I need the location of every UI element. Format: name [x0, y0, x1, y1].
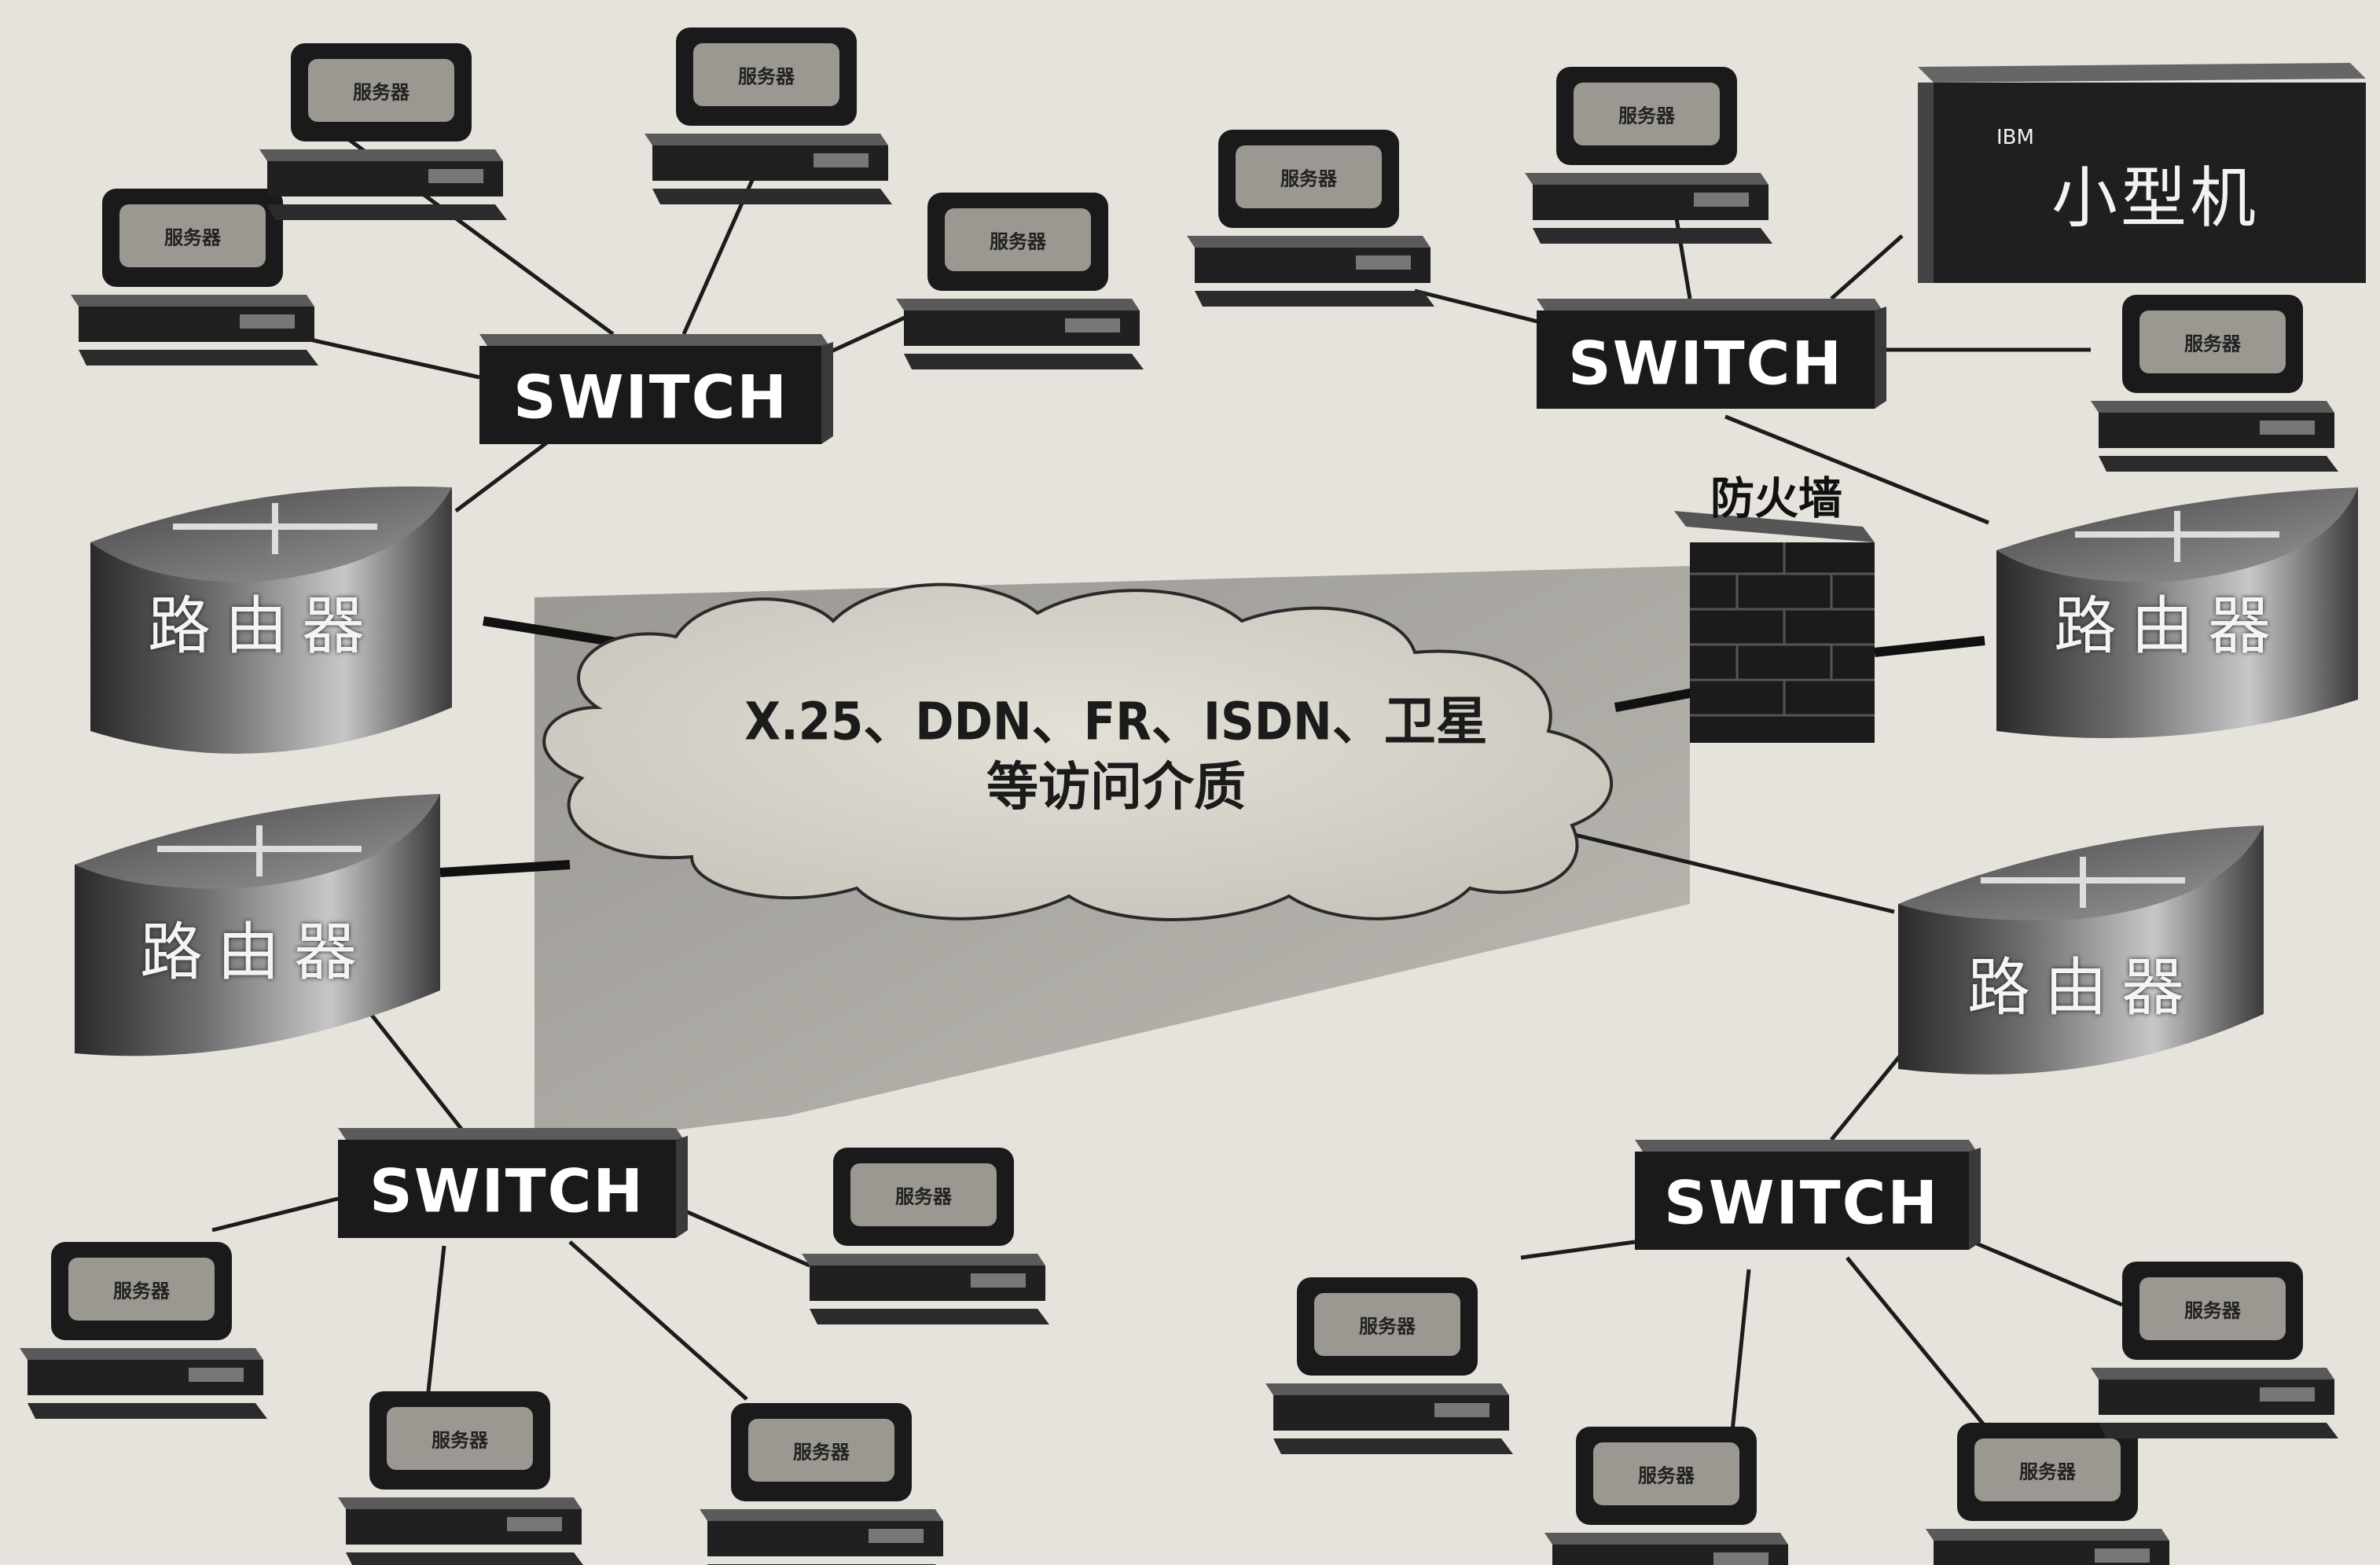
server-screen-label: 服务器: [432, 1429, 488, 1452]
switch-label-bottom-right: SWITCH: [1663, 1167, 1940, 1238]
server-screen-label: 服务器: [113, 1280, 170, 1302]
switch-label-top-right: SWITCH: [1567, 328, 1844, 399]
server-workstation: [1187, 130, 1434, 307]
cloud-label: X.25、DDN、FR、ISDN、卫星 等访问介质: [744, 690, 1487, 820]
router-bottom-right: [1898, 825, 2264, 1075]
switch-top-right: [1537, 299, 1886, 409]
server-workstation: [2091, 295, 2338, 472]
server-screen-label: 服务器: [990, 230, 1046, 253]
server-screen-label: 服务器: [793, 1441, 850, 1464]
server-screen-label: 服务器: [738, 65, 795, 88]
wan-cloud: [542, 582, 1614, 921]
server-screen-label: 服务器: [2184, 1299, 2241, 1322]
server-screen-label: 服务器: [353, 81, 410, 104]
server-workstation: [20, 1242, 267, 1419]
server-workstation: [1544, 1427, 1788, 1565]
switch-label-top-left: SWITCH: [512, 362, 789, 432]
server-screen-label: 服务器: [1618, 105, 1675, 127]
ibm-brand-label: IBM: [1996, 126, 2034, 149]
server-screen-label: 服务器: [2019, 1460, 2076, 1483]
switch-top-left: [479, 334, 833, 444]
server-workstation: [700, 1403, 943, 1565]
router-top-left: [90, 486, 452, 754]
firewall-label: 防火墙: [1710, 473, 1842, 525]
minicomputer-label: 小型机: [2051, 160, 2260, 237]
server-workstation: [71, 189, 318, 366]
server-workstation: [259, 43, 507, 220]
server-workstation: [896, 193, 1144, 369]
server-workstation: [338, 1391, 583, 1565]
switch-bottom-right: [1635, 1140, 1981, 1250]
server-screen-label: 服务器: [2184, 332, 2241, 355]
switch-group: [338, 299, 1981, 1250]
router-top-right: [1996, 487, 2358, 738]
firewall: [1674, 511, 1875, 743]
server-group: [20, 28, 2338, 1565]
server-screen-label: 服务器: [895, 1185, 952, 1208]
server-workstation: [1926, 1423, 2169, 1565]
router-middle-left: [75, 794, 440, 1056]
server-workstation: [2091, 1262, 2338, 1438]
server-workstation: [1265, 1277, 1513, 1454]
router-label-top-right: 路由器: [2054, 590, 2285, 663]
server-workstation: [802, 1148, 1049, 1324]
router-label-middle-left: 路由器: [140, 916, 371, 989]
router-label-top-left: 路由器: [148, 590, 379, 663]
server-screen-label: 服务器: [1359, 1315, 1416, 1338]
cloud-label-line2: 等访问介质: [986, 756, 1246, 817]
server-workstation: [645, 28, 892, 204]
router-label-bottom-right: 路由器: [1967, 951, 2198, 1024]
switch-label-bottom-left: SWITCH: [369, 1155, 645, 1226]
cloud-label-line1: X.25、DDN、FR、ISDN、卫星: [744, 691, 1488, 752]
server-workstation: [1525, 67, 1772, 244]
switch-bottom-left: [338, 1128, 688, 1238]
router-group: [75, 486, 2358, 1075]
ibm-minicomputer: [1918, 63, 2366, 283]
server-screen-label: 服务器: [1280, 167, 1337, 190]
server-screen-label: 服务器: [1638, 1464, 1695, 1487]
server-screen-label: 服务器: [164, 226, 221, 249]
